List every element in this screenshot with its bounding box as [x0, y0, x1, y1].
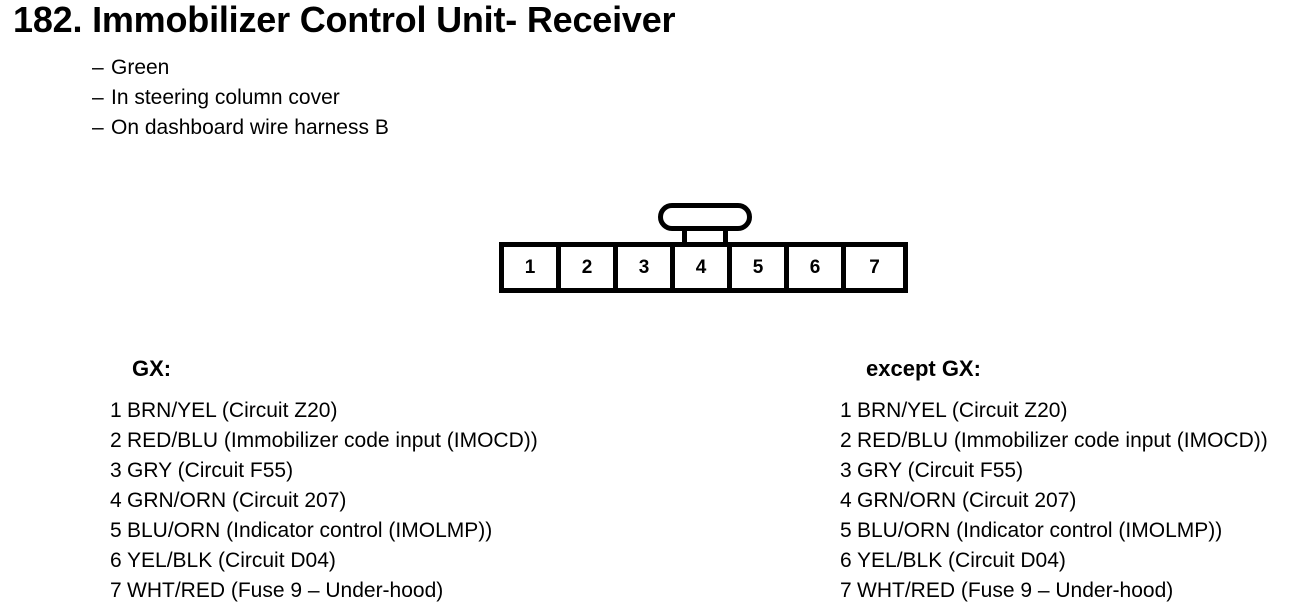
legend-pin-number: 2	[840, 429, 852, 452]
legend-pin-label: YEL/BLK (Circuit D04)	[857, 549, 1066, 572]
legend-pin-number: 6	[840, 549, 852, 572]
connector-diagram: 1 2 3 4 5 6 7	[499, 203, 908, 293]
note-item: –Green	[92, 53, 389, 83]
legend-pin-number: 3	[840, 459, 852, 482]
legend-pin-label: GRY (Circuit F55)	[127, 459, 294, 482]
legend-pin-label: BRN/YEL (Circuit Z20)	[857, 399, 1068, 422]
legend-pin-label: BLU/ORN (Indicator control (IMOLMP))	[127, 519, 493, 542]
legend-pin-number: 1	[840, 399, 852, 422]
note-item-label: In steering column cover	[111, 86, 340, 109]
legend-pin-label: WHT/RED (Fuse 9 – Under-hood)	[857, 579, 1174, 602]
note-item-label: On dashboard wire harness B	[111, 116, 389, 139]
legend-pin-label: WHT/RED (Fuse 9 – Under-hood)	[127, 579, 444, 602]
legend-pin-label: GRN/ORN (Circuit 207)	[127, 489, 347, 512]
legend-pin-number: 7	[110, 579, 122, 602]
legend-pin-label: BRN/YEL (Circuit Z20)	[127, 399, 338, 422]
legend-pin-label: RED/BLU (Immobilizer code input (IMOCD))	[857, 429, 1268, 452]
legend-pin-label: GRN/ORN (Circuit 207)	[857, 489, 1077, 512]
legend-pin-number: 5	[840, 519, 852, 542]
connector-pin-cell: 7	[846, 247, 903, 288]
connector-latch-leg-left-icon	[682, 226, 687, 248]
legend-pin-label: GRY (Circuit F55)	[857, 459, 1024, 482]
legend-pin-label: BLU/ORN (Indicator control (IMOLMP))	[857, 519, 1223, 542]
connector-pin-cell: 4	[675, 247, 732, 288]
legend-pin-number: 3	[110, 459, 122, 482]
legend-pin-number: 1	[110, 399, 122, 422]
connector-pin-cell: 1	[504, 247, 561, 288]
page-title: 182. Immobilizer Control Unit- Receiver	[13, 0, 676, 40]
note-item: –In steering column cover	[92, 83, 389, 113]
legend-pin-number: 4	[110, 489, 122, 512]
note-item-label: Green	[111, 56, 170, 79]
connector-latch-notch-icon	[687, 226, 723, 231]
legend-pin-number: 7	[840, 579, 852, 602]
legend-heading-except-gx: except GX:	[866, 356, 981, 381]
legend-pin-label: RED/BLU (Immobilizer code input (IMOCD))	[127, 429, 538, 452]
legend-pin-number: 4	[840, 489, 852, 512]
connector-pin-cell: 3	[618, 247, 675, 288]
legend-heading-gx: GX:	[132, 356, 172, 381]
connector-body: 1 2 3 4 5 6 7	[499, 242, 908, 293]
notes-list: –Green –In steering column cover –On das…	[92, 53, 389, 143]
connector-pin-cell: 2	[561, 247, 618, 288]
dash-icon: –	[92, 86, 104, 109]
connector-pin-cell: 6	[789, 247, 846, 288]
legend-pin-number: 2	[110, 429, 122, 452]
legend-pin-number: 5	[110, 519, 122, 542]
connector-latch-leg-right-icon	[723, 226, 728, 248]
dash-icon: –	[92, 116, 104, 139]
connector-pin-cell: 5	[732, 247, 789, 288]
legend-pin-label: YEL/BLK (Circuit D04)	[127, 549, 336, 572]
note-item: –On dashboard wire harness B	[92, 113, 389, 143]
dash-icon: –	[92, 56, 104, 79]
legend-pin-number: 6	[110, 549, 122, 572]
